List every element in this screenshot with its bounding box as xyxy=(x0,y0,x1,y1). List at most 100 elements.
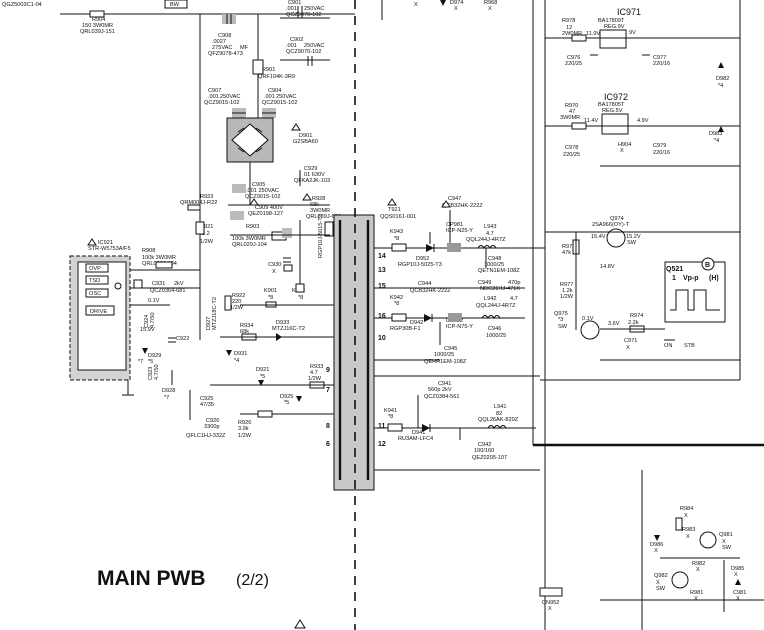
k941-name: K941 xyxy=(384,408,397,414)
v-01: 0.1V xyxy=(148,298,160,304)
k941-v: *8 xyxy=(388,414,393,420)
c941-part: QCZ0384-561 xyxy=(424,394,459,400)
k943-name: K943 xyxy=(390,229,403,235)
c942-name: C942 xyxy=(478,442,491,448)
c908-mf: MF xyxy=(240,45,249,51)
d982-v: *4 xyxy=(718,83,723,89)
d941-name: D941 xyxy=(412,430,425,436)
c947-name: C947 xyxy=(448,196,461,202)
d927-part: MTZJ18C-T2 xyxy=(212,297,218,330)
c944-part: QCB32HK-222Z xyxy=(410,288,451,294)
r904-label: R904 xyxy=(92,17,105,23)
cp981-name: CP981 xyxy=(446,222,463,228)
q974-v1: 15.4V xyxy=(591,234,606,240)
pin-11: 11 xyxy=(378,423,386,430)
bw-label: BW xyxy=(170,2,180,8)
ic-block-osc: OSC xyxy=(89,291,101,297)
r934-v: 68k xyxy=(240,329,249,335)
q975-v1: *3 xyxy=(558,317,563,323)
svg-text:250VAC: 250VAC xyxy=(276,94,296,100)
q981-v2: SW xyxy=(722,545,732,551)
c931-part: QCZ0364-681 xyxy=(150,288,185,294)
c976-name: C976 xyxy=(567,55,580,61)
r984-name: R984 xyxy=(680,506,693,512)
svg-text:250VAC: 250VAC xyxy=(220,94,240,100)
pin-9: 9 xyxy=(326,367,330,374)
cn952-v: X xyxy=(548,606,552,612)
r928-v1: 68k xyxy=(310,202,319,208)
r974-v: 2.2k xyxy=(628,320,639,326)
d928-v: *7 xyxy=(164,395,169,401)
r968-label: R968 xyxy=(484,0,497,6)
c949-v: 470p xyxy=(508,280,520,286)
d985-name: D985 xyxy=(731,566,744,572)
r970-v3: 11.4V xyxy=(584,118,598,124)
c909-name: C909 400V xyxy=(255,205,283,211)
q974-name: Q974 xyxy=(610,216,624,222)
q981-name: Q981 xyxy=(719,532,733,538)
c945-part: QEHR1EM-108Z xyxy=(424,359,467,365)
d927-name: D927 xyxy=(206,317,212,330)
c923-name: C923 xyxy=(148,367,154,380)
t921-name: T921 xyxy=(388,207,401,213)
svg-text:QCZ9070-102: QCZ9070-102 xyxy=(286,12,321,18)
c926-v: 3300p xyxy=(204,424,220,430)
r928-name: R928 xyxy=(312,196,325,202)
d931-name: D931 xyxy=(234,351,247,357)
svg-text:250VAC: 250VAC xyxy=(304,43,324,49)
d921-name: D921 xyxy=(256,367,269,373)
d985-v: X xyxy=(734,572,738,578)
l941-v: 82 xyxy=(496,411,502,417)
c908-name: C908 xyxy=(218,33,231,39)
r926-v2: 1/2W xyxy=(238,433,252,439)
c977-name: C977 xyxy=(653,55,666,61)
h904-name: H904 xyxy=(618,142,631,148)
c930-v: X xyxy=(272,269,276,275)
c979-name: C979 xyxy=(653,143,666,149)
c904-v: .001 xyxy=(264,94,275,100)
c907-part: QCZ9015-102 xyxy=(204,100,239,106)
c946-v: 1000/25 xyxy=(486,333,506,339)
c926-part: QFLC1HJ-332Z xyxy=(186,433,226,439)
q982-v2: SW xyxy=(656,586,666,592)
t921-part: QQS0161-001 xyxy=(380,214,416,220)
svg-text:C902: C902 xyxy=(290,37,303,43)
cp982-part: ICP-N75-Y xyxy=(446,324,473,330)
c908-part: QFZ9078-473 xyxy=(208,51,243,57)
r970-name: R970 xyxy=(565,103,578,109)
r903-v: 100k 3W0MR xyxy=(232,236,266,242)
r970-v4: 4.9V xyxy=(637,118,649,124)
c924-v: 4.7/50 xyxy=(150,312,156,328)
d974-x: X xyxy=(454,6,458,12)
d929-v: *5 xyxy=(148,359,153,365)
svg-text:250VAC: 250VAC xyxy=(304,6,324,12)
r978-v2: 2W0MR xyxy=(562,31,582,37)
d982-name: D982 xyxy=(716,76,729,82)
h904-v: X xyxy=(620,148,624,154)
pin-15: 15 xyxy=(378,283,386,290)
k942-name: K942 xyxy=(390,295,403,301)
v-159: 15.9V xyxy=(140,327,155,333)
cap-c902: C902 .001 250VAC QCZ9070-102 xyxy=(286,37,324,66)
c931-name: C931 xyxy=(152,281,165,287)
c926-name: C926 xyxy=(206,418,219,424)
c945-name: C945 xyxy=(444,346,457,352)
ic971-part: BA17809T xyxy=(598,18,625,24)
c931-v: 2kV xyxy=(174,281,184,287)
c929-v1: 01 630V xyxy=(304,172,325,178)
q974-part: 2SA966(OY)-T xyxy=(592,222,630,228)
r982-v: X xyxy=(696,567,700,573)
r981-v: X xyxy=(694,596,698,602)
r978-name: R978 xyxy=(562,18,575,24)
c971-name: C971 xyxy=(624,338,637,344)
d901-name: D901 xyxy=(299,133,312,139)
c909-part: QEZ0198-127 xyxy=(248,211,283,217)
transformer-label: RGP10J-5015-T3 xyxy=(318,214,324,258)
d931-v: *4 xyxy=(234,358,239,364)
ic921-name: IC921 xyxy=(98,240,113,246)
q975-v2: SW xyxy=(558,324,568,330)
c946-name: C946 xyxy=(488,326,501,332)
pin-16: 16 xyxy=(378,313,386,320)
c978-v: 220/25 xyxy=(563,152,580,158)
